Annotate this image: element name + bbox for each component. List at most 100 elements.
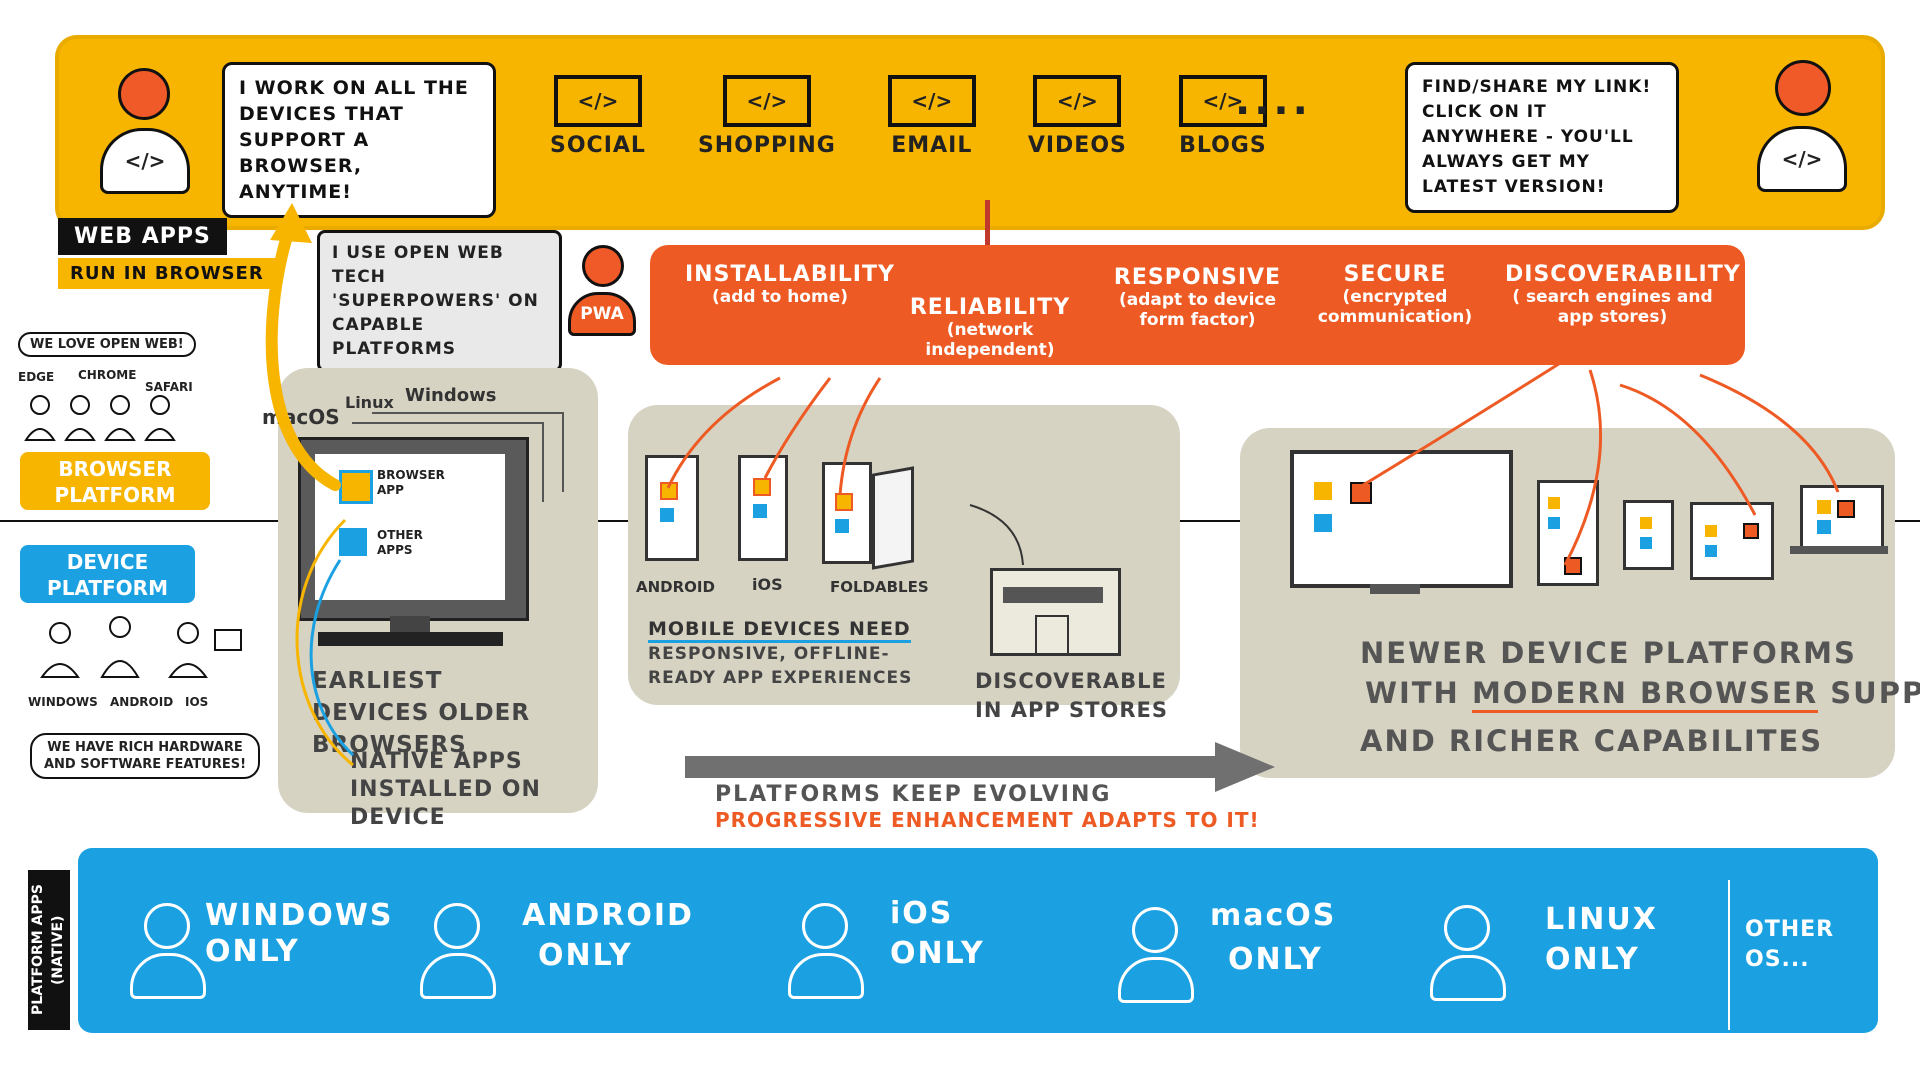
app-label: SOCIAL <box>550 133 646 158</box>
web-app-character-right: </> <box>1745 60 1847 192</box>
monitor-stand <box>390 616 430 632</box>
capability-title: RELIABILITY <box>909 295 1071 320</box>
code-icon: </> <box>100 128 190 194</box>
native-apps-connector <box>295 518 355 767</box>
native-app-icon <box>1640 517 1652 529</box>
window-outline-back <box>372 412 564 492</box>
device-platform-label: DEVICE PLATFORM <box>20 545 195 603</box>
os-android-label: ANDROID <box>110 695 174 709</box>
app-shopping: </> SHOPPING <box>698 75 836 158</box>
pwa-app-icon <box>1350 482 1372 504</box>
pwa-app-icon <box>660 482 678 500</box>
platform-apps-band <box>78 848 1878 1033</box>
native-app-icon <box>1314 482 1332 500</box>
web-apps-title: WEB APPS <box>58 218 227 255</box>
capability-subtitle: (network independent) <box>925 320 1055 360</box>
capability-discoverability: DISCOVERABILITY ( search engines and app… <box>1505 262 1740 327</box>
upgrade-arrow <box>265 203 341 491</box>
code-icon: </> <box>1757 126 1847 192</box>
platform-apps-side-label: PLATFORM APPS (NATIVE) <box>28 870 70 1030</box>
os-windows-label: WINDOWS <box>28 695 98 709</box>
more-apps-ellipsis: .... <box>1235 78 1312 124</box>
platform-name: WINDOWS <box>205 898 394 933</box>
laptop-base <box>1790 546 1888 554</box>
pwa-capabilities-band <box>650 245 1745 365</box>
robot-icon <box>788 903 864 999</box>
code-icon: </> <box>722 75 811 127</box>
capability-secure: SECURE (encrypted communication) <box>1310 262 1480 327</box>
native-app-icon <box>835 519 849 533</box>
app-email: </> EMAIL <box>887 75 976 158</box>
evolution-arrow <box>685 742 1275 792</box>
app-label: BLOGS <box>1179 133 1267 158</box>
robot-icon <box>130 903 206 999</box>
mobile-caption-emphasis: MOBILE DEVICES NEED <box>648 618 911 643</box>
native-app-icon <box>1817 520 1831 534</box>
browser-platform-label: BROWSER PLATFORM <box>20 452 210 510</box>
capability-subtitle: ( search engines and app stores) <box>1512 287 1713 327</box>
foldable-phone-panel <box>872 466 914 570</box>
browser-safari-label: SAFARI <box>145 380 193 394</box>
native-app-icon <box>1640 537 1652 549</box>
robot-icon <box>1430 905 1506 1001</box>
capability-subtitle: (add to home) <box>711 287 849 307</box>
pwa-app-icon <box>1564 557 1582 575</box>
native-app-icon <box>1705 525 1717 537</box>
browser-app-label: BROWSER APP <box>377 468 445 497</box>
platform-name: iOS <box>890 896 954 931</box>
pwa-app-icon <box>1837 500 1855 518</box>
store-door <box>1035 615 1069 655</box>
native-app-icon <box>1817 500 1831 514</box>
evolution-line2: PROGRESSIVE ENHANCEMENT ADAPTS TO IT! <box>715 808 1260 832</box>
connector-line <box>985 200 990 250</box>
newer-caption-line3: AND RICHER CAPABILITES <box>1360 724 1824 758</box>
platform-cell-macos: macOS ONLY <box>1110 895 1360 1015</box>
browser-app-icon <box>339 470 373 504</box>
pwa-badge: PWA <box>568 292 636 336</box>
native-apps-caption: NATIVE APPS INSTALLED ON DEVICE <box>350 749 541 830</box>
newer-caption-support: SUPPORT <box>1830 676 1920 710</box>
newer-caption-line2: WITH MODERN BROWSER SUPPORT <box>1365 676 1920 713</box>
pwa-speech-bubble: I USE OPEN WEB TECH 'SUPERPOWERS' ON CAP… <box>317 230 562 372</box>
character-head <box>1775 60 1831 116</box>
platform-cell-linux: LINUX ONLY <box>1420 895 1680 1015</box>
code-icon: </> <box>553 75 642 127</box>
newer-phone <box>1623 500 1674 570</box>
evolution-line1: PLATFORMS KEEP EVOLVING <box>715 782 1112 807</box>
discoverable-caption: DISCOVERABLE IN APP STORES <box>975 669 1168 722</box>
app-label: SHOPPING <box>697 133 836 158</box>
pwa-character: PWA <box>568 245 636 336</box>
capability-subtitle: (adapt to device form factor) <box>1118 290 1277 330</box>
native-app-icon <box>660 508 674 522</box>
code-icon: </> <box>887 75 976 127</box>
robot-icon <box>420 903 496 999</box>
web-apps-subtitle: RUN IN BROWSER <box>58 258 276 289</box>
web-app-types: </> SOCIAL </> SHOPPING </> EMAIL </> VI… <box>550 75 1267 158</box>
app-social: </> SOCIAL <box>550 75 646 158</box>
capability-title: INSTALLABILITY <box>685 262 895 287</box>
browser-chrome-label: CHROME <box>78 368 137 382</box>
android-phone <box>645 455 699 561</box>
desktop-monitor: BROWSER APP OTHER APPS <box>298 437 529 621</box>
capability-installability: INSTALLABILITY (add to home) <box>685 262 895 307</box>
mobile-label-ios: iOS <box>752 575 783 594</box>
code-icon: </> <box>1178 75 1267 127</box>
foldable-phone <box>822 462 872 564</box>
platform-only: ONLY <box>890 936 985 971</box>
capability-reliability: RELIABILITY (network independent) <box>885 295 1095 360</box>
web-app-character-left: </> <box>80 68 190 194</box>
store-window <box>1003 587 1103 603</box>
platform-name: macOS <box>1210 898 1337 933</box>
app-label: EMAIL <box>891 133 973 158</box>
newer-foldable <box>1690 502 1774 580</box>
mobile-caption-heading: MOBILE DEVICES NEED <box>648 618 911 643</box>
platform-only: ONLY <box>205 934 300 969</box>
pwa-app-icon <box>1743 523 1759 539</box>
character-head <box>118 68 170 120</box>
rich-features-bubble: WE HAVE RICH HARDWARE AND SOFTWARE FEATU… <box>30 733 260 779</box>
platform-cell-other: OTHER OS... <box>1745 917 1835 972</box>
browser-edge-label: EDGE <box>18 370 55 384</box>
platform-only: ONLY <box>1545 942 1640 977</box>
device-characters-illustration <box>40 616 242 678</box>
os-label-windows: Windows <box>405 385 497 406</box>
